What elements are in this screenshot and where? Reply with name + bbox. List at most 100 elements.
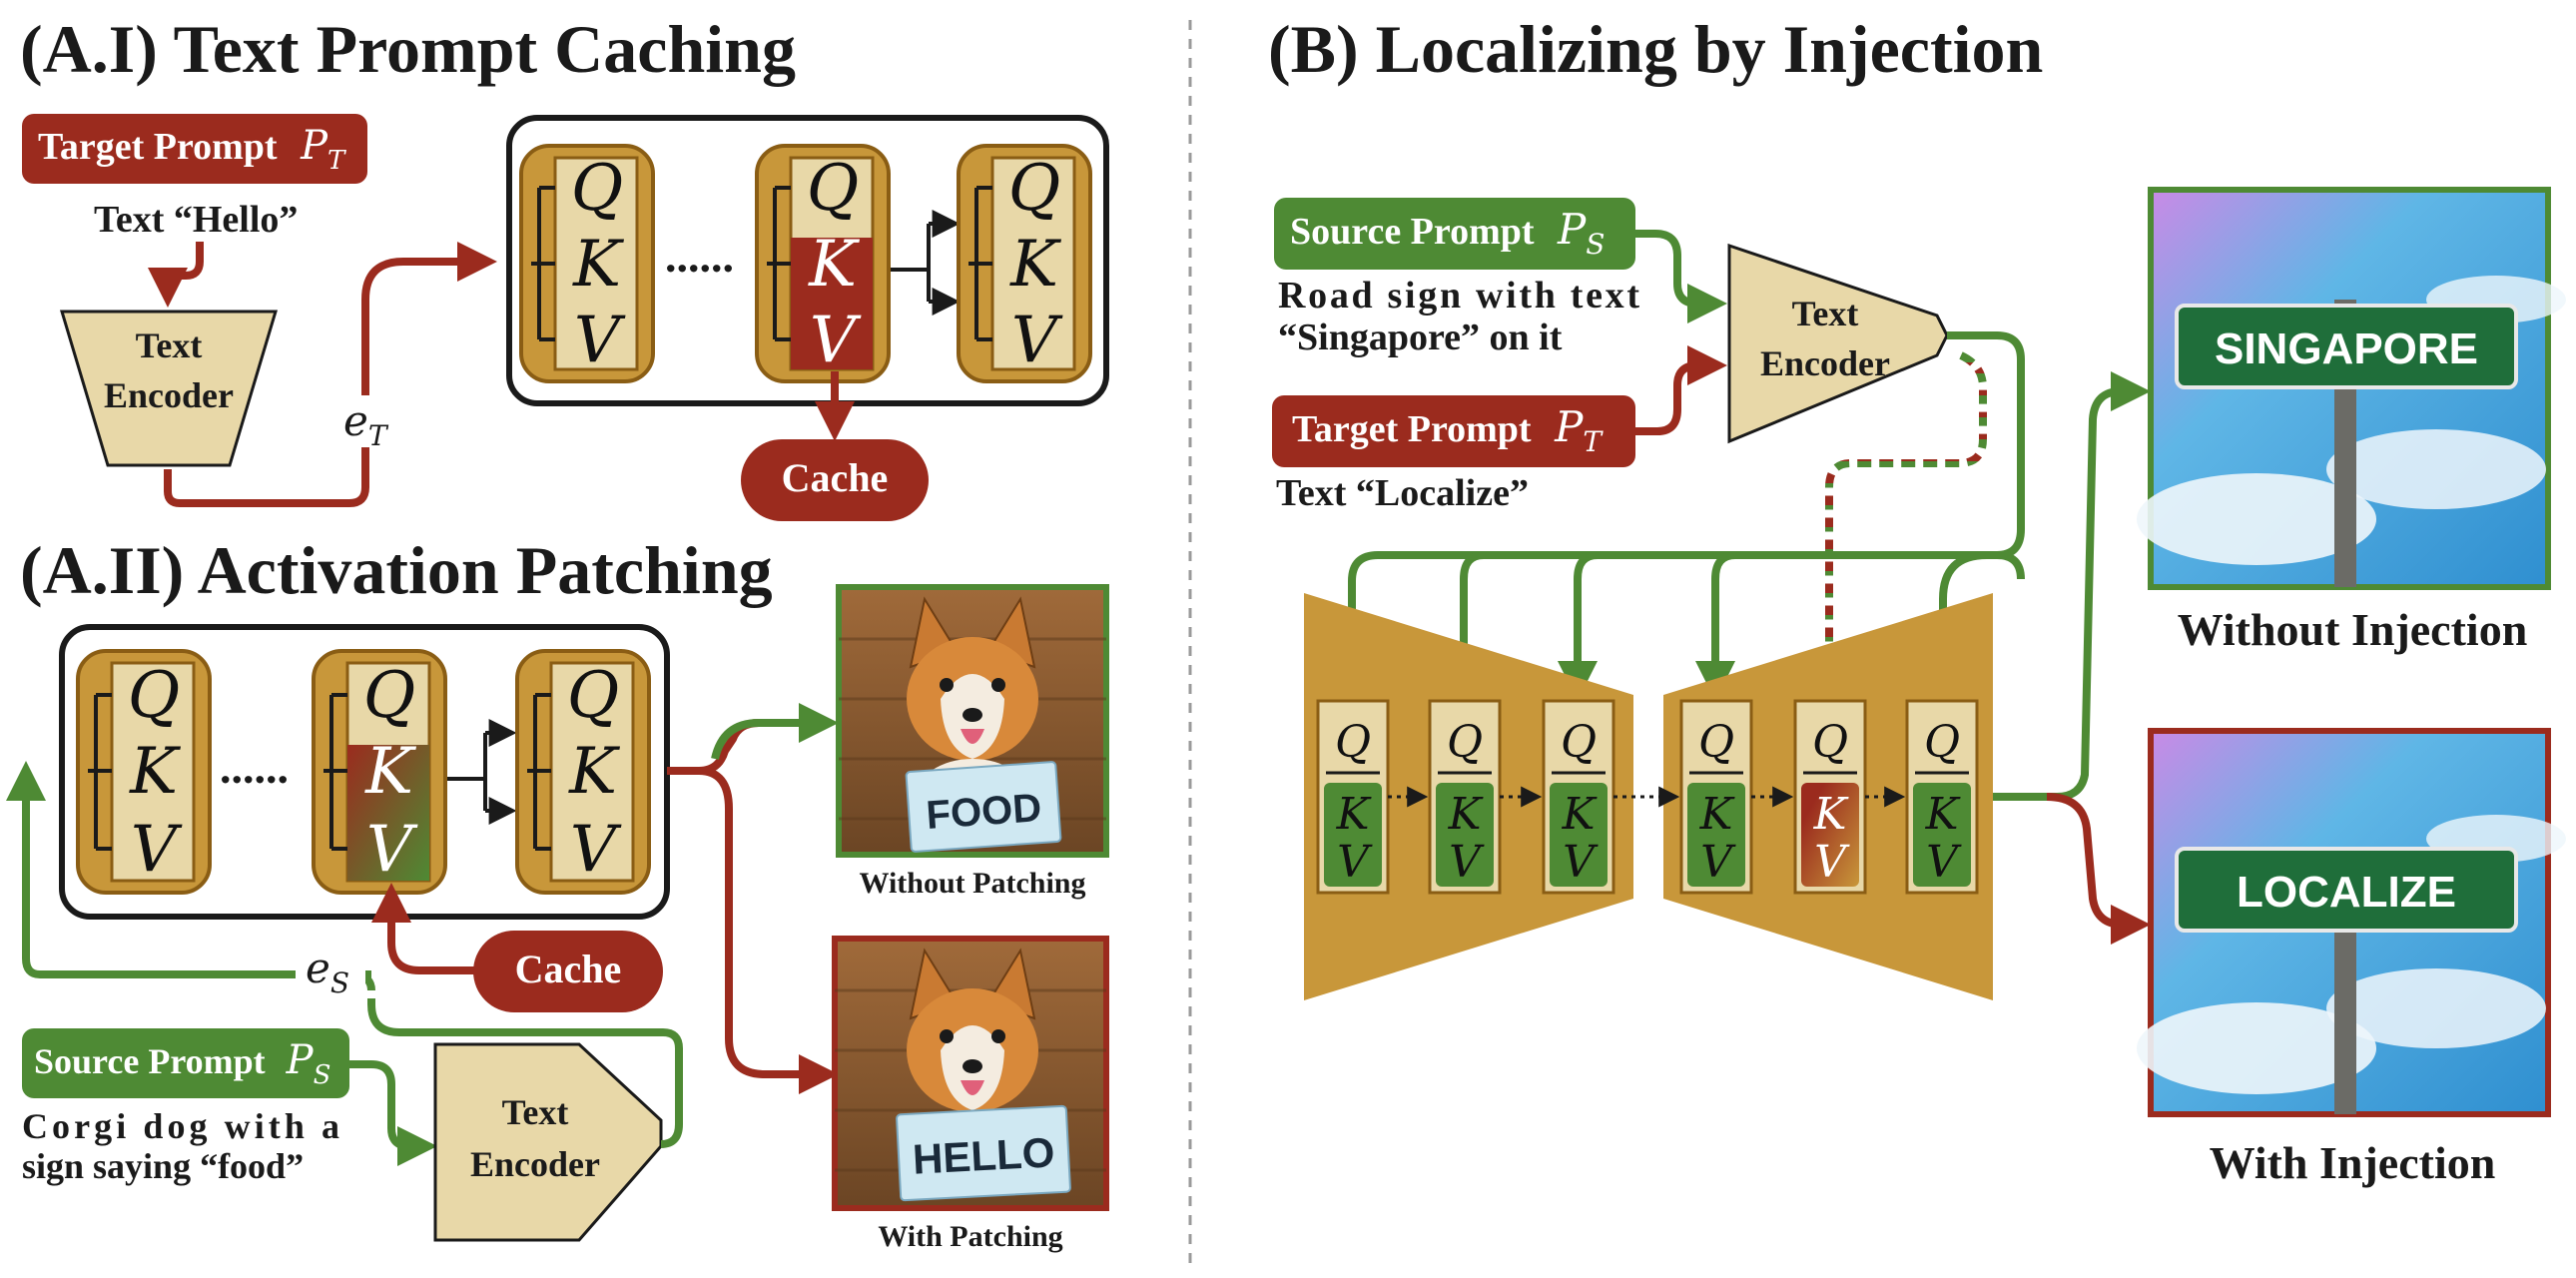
b-q-label-1: Q xyxy=(1335,717,1371,768)
b-encoder-line1: Text xyxy=(1792,294,1859,333)
a1-embedding-symbol: e xyxy=(343,396,368,445)
a1-attn-block-2: Q K V xyxy=(755,144,891,383)
a1-target-prompt-pill: Target Prompt PT xyxy=(22,114,367,184)
a1-cache-label: Cache xyxy=(782,455,889,500)
b-q-label-6: Q xyxy=(1924,717,1960,768)
b-target-prompt-pill: Target Prompt PT xyxy=(1272,395,1635,467)
b-with-injection-sign: LOCALIZE xyxy=(2237,868,2456,917)
a2-with-patching-caption: With Patching xyxy=(878,1220,1062,1253)
a1-cache-pill: Cache xyxy=(741,439,929,521)
b-without-injection-caption: Without Injection xyxy=(2178,604,2528,655)
a2-with-patching-sign: HELLO xyxy=(912,1128,1056,1182)
a2-v-label-2: V xyxy=(366,813,418,887)
a2-source-prompt-sub: S xyxy=(314,1060,331,1090)
b-source-prompt-label: Source Prompt xyxy=(1290,211,1535,253)
a2-arrow-to-without-patching xyxy=(667,719,831,775)
a2-encoder-line1: Text xyxy=(502,1092,569,1132)
b-text-encoder xyxy=(1727,243,1949,444)
b-q-label-2: Q xyxy=(1447,717,1483,768)
a1-k-label-2: K xyxy=(808,228,860,302)
b-with-injection-caption: With Injection xyxy=(2210,1137,2496,1188)
a2-without-patching-caption: Without Patching xyxy=(860,867,1086,900)
a1-q-label-2: Q xyxy=(807,152,859,226)
a2-q-label-1: Q xyxy=(128,659,180,733)
a2-output-without-patching: FOOD xyxy=(836,584,1109,858)
a2-q-label-3: Q xyxy=(567,659,619,733)
svg-text:Target Prompt PT: Target Prompt PT xyxy=(38,123,346,176)
a1-q-label-3: Q xyxy=(1008,152,1060,226)
a2-cache-label: Cache xyxy=(515,947,622,991)
corgi-illustration xyxy=(907,948,1038,1112)
b-arrow-injection xyxy=(1825,351,1987,693)
a1-v-label-1: V xyxy=(574,304,626,377)
b-q-label-4: Q xyxy=(1698,717,1734,768)
a2-arrow-to-with-patching xyxy=(698,767,839,1094)
b-v-label-2: V xyxy=(1449,837,1485,888)
a1-text-encoder xyxy=(59,310,279,467)
b-q-label-5: Q xyxy=(1812,717,1848,768)
b-v-label-6: V xyxy=(1926,837,1962,888)
a2-source-prompt-pill: Source Prompt PS xyxy=(22,1028,349,1098)
b-output-with-injection: LOCALIZE xyxy=(2137,728,2566,1117)
a2-embedding-sub: S xyxy=(330,966,349,999)
a1-attn-block-1: Q K V xyxy=(519,144,655,383)
a1-embedding-sub: T xyxy=(368,419,389,452)
a2-k-label-2: K xyxy=(364,735,416,809)
b-attn-column-2: Q K V xyxy=(1428,699,1502,895)
a1-arrow-prompt-to-encoder xyxy=(148,242,204,308)
a1-encoder-line2: Encoder xyxy=(104,375,234,415)
b-source-prompt-sub: S xyxy=(1586,228,1605,261)
b-source-text-line1: Road sign with text xyxy=(1278,275,1639,317)
b-arrow-to-with-injection xyxy=(2046,793,2151,945)
a1-target-prompt-label: Target Prompt xyxy=(38,126,278,168)
b-v-label-4: V xyxy=(1700,837,1736,888)
b-q-label-3: Q xyxy=(1561,717,1597,768)
b-arrow-target-to-encoder xyxy=(1635,345,1727,435)
b-k-label-5: K xyxy=(1813,789,1849,840)
b-without-injection-sign: SINGAPORE xyxy=(2215,324,2478,373)
a2-prompt-text-line1: Corgi dog with a xyxy=(22,1106,339,1146)
a1-prompt-text: Text “Hello” xyxy=(94,199,298,241)
a1-arrow-embedding xyxy=(164,242,497,507)
a1-ellipsis: ...... xyxy=(665,231,734,282)
a1-q-label-1: Q xyxy=(571,152,623,226)
a2-without-patching-sign: FOOD xyxy=(925,786,1042,838)
panel-a2-title: (A.II) Activation Patching xyxy=(20,532,773,608)
panel-b-title: (B) Localizing by Injection xyxy=(1268,11,2043,87)
b-target-prompt-symbol: P xyxy=(1554,402,1584,451)
a2-k-label-1: K xyxy=(129,735,181,809)
a2-attn-block-2: Q K V xyxy=(312,649,447,895)
b-attn-column-1: Q K V xyxy=(1316,699,1390,895)
b-source-prompt-symbol: P xyxy=(1557,205,1587,254)
a1-encoder-line1: Text xyxy=(136,325,203,365)
a2-embedding-symbol: e xyxy=(306,944,330,992)
a2-text-encoder xyxy=(433,1042,663,1242)
a1-k-label-3: K xyxy=(1009,228,1061,302)
b-k-label-3: K xyxy=(1562,789,1598,840)
a1-v-label-2: V xyxy=(810,304,862,377)
a2-q-label-2: Q xyxy=(363,659,415,733)
b-attn-column-6: Q K V xyxy=(1905,699,1979,895)
svg-text:eS: eS xyxy=(306,944,349,999)
b-k-label-2: K xyxy=(1448,789,1484,840)
a2-arrow-embedding xyxy=(26,769,683,1148)
a2-source-prompt-symbol: P xyxy=(286,1037,315,1083)
a2-arrow-prompt-to-encoder xyxy=(349,1060,437,1166)
b-k-label-6: K xyxy=(1925,789,1961,840)
b-target-text: Text “Localize” xyxy=(1276,472,1529,514)
a2-v-label-3: V xyxy=(570,813,622,887)
a1-target-prompt-sub: T xyxy=(327,146,346,176)
a2-k-label-3: K xyxy=(568,735,620,809)
b-v-label-1: V xyxy=(1337,837,1373,888)
b-output-without-injection: SINGAPORE xyxy=(2137,187,2566,590)
b-k-label-4: K xyxy=(1699,789,1735,840)
a1-k-label-1: K xyxy=(572,228,624,302)
b-target-prompt-sub: T xyxy=(1583,425,1604,458)
b-encoder-line2: Encoder xyxy=(1760,343,1890,383)
b-arrow-source-to-encoder xyxy=(1635,230,1727,323)
b-target-prompt-label: Target Prompt xyxy=(1292,408,1532,450)
panel-a1-title: (A.I) Text Prompt Caching xyxy=(20,11,796,87)
a2-branch-connector xyxy=(445,733,487,811)
a2-v-label-1: V xyxy=(131,813,183,887)
b-attn-column-3: Q K V xyxy=(1542,699,1615,895)
